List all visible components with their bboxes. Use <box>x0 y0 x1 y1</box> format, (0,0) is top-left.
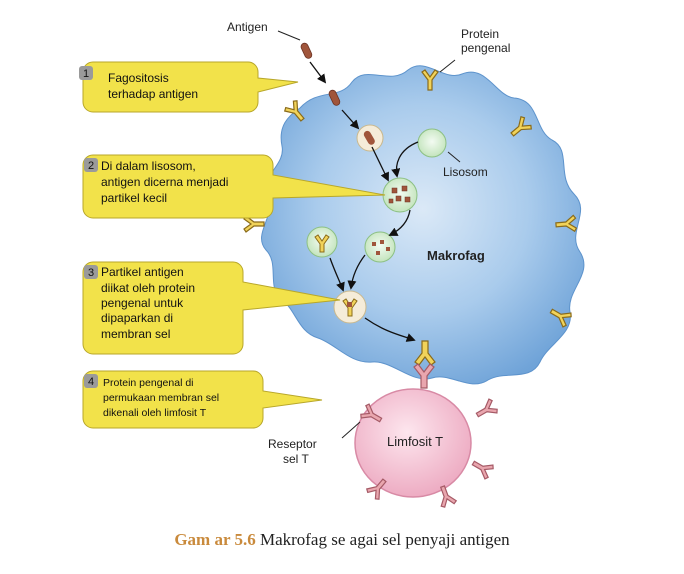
svg-text:pengenal untuk: pengenal untuk <box>101 296 184 310</box>
svg-text:permukaan membran sel: permukaan membran sel <box>103 392 219 404</box>
svg-text:Fagositosis: Fagositosis <box>108 71 169 85</box>
svg-text:1: 1 <box>83 68 89 80</box>
digestion-vesicle <box>382 177 418 213</box>
reseptor-sel-t-icons <box>360 363 498 508</box>
figure-number: Gam ar 5.6 <box>174 530 256 549</box>
figure-caption-text: Makrofag se agai sel penyaji antigen <box>255 530 510 549</box>
svg-text:3: 3 <box>88 267 94 279</box>
svg-text:Partikel antigen: Partikel antigen <box>101 265 184 279</box>
antigen-label: Antigen <box>227 20 268 34</box>
limfosit-label: Limfosit T <box>387 434 443 449</box>
svg-text:terhadap antigen: terhadap antigen <box>108 87 198 101</box>
particle-vesicle <box>364 231 396 263</box>
svg-text:dipaparkan di: dipaparkan di <box>101 311 173 325</box>
process-arrows <box>309 61 419 342</box>
svg-text:Di dalam lisosom,: Di dalam lisosom, <box>101 159 196 173</box>
svg-text:2: 2 <box>88 160 94 172</box>
protein-label-line2: pengenal <box>461 41 510 55</box>
svg-text:partikel kecil: partikel kecil <box>101 191 167 205</box>
label-leaders <box>277 30 461 439</box>
antigen-particles <box>300 42 341 106</box>
lysosome <box>417 128 447 158</box>
protein-pengenal-icons <box>243 69 578 366</box>
protein-label-line1: Protein <box>461 27 499 41</box>
svg-text:Protein pengenal di: Protein pengenal di <box>103 377 194 389</box>
svg-text:membran sel: membran sel <box>101 327 170 341</box>
svg-text:dikenali oleh limfosit T: dikenali oleh limfosit T <box>103 407 207 419</box>
lymphocyte-t-cell <box>354 388 472 498</box>
step-2-callout: 2 Di dalam lisosom, antigen dicerna menj… <box>82 154 386 219</box>
svg-text:antigen dicerna menjadi: antigen dicerna menjadi <box>101 175 228 189</box>
reseptor-label-line2: sel T <box>283 452 309 466</box>
reseptor-label-line1: Reseptor <box>268 437 317 451</box>
step-1-callout: 1 Fagositosis terhadap antigen <box>79 61 299 113</box>
svg-text:diikat oleh protein: diikat oleh protein <box>101 281 195 295</box>
makrofag-label: Makrofag <box>427 248 485 263</box>
macrophage-cell <box>261 65 585 385</box>
lisosom-label: Lisosom <box>443 165 488 179</box>
svg-text:4: 4 <box>88 376 94 388</box>
figure-caption: Gam ar 5.6 Makrofag se agai sel penyaji … <box>0 530 684 550</box>
step-3-callout: 3 Partikel antigen diikat oleh protein p… <box>82 261 341 355</box>
step-4-callout: 4 Protein pengenal di permukaan membran … <box>82 370 323 429</box>
